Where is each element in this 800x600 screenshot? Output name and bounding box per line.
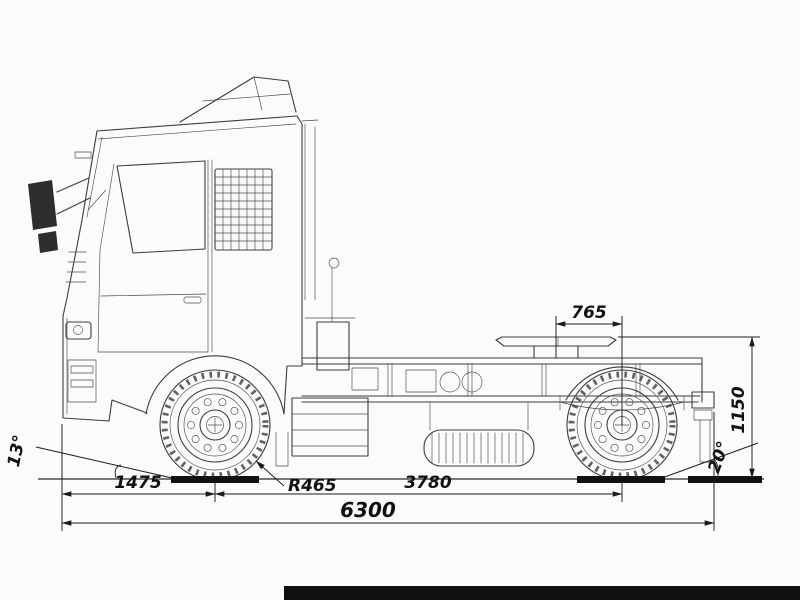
spare-wheel-tread xyxy=(431,432,524,464)
muffler xyxy=(316,321,350,371)
frame-rails xyxy=(301,357,703,403)
dim-1150-label: 1150 xyxy=(729,386,749,433)
rear-contact-patch xyxy=(577,476,665,483)
cab xyxy=(62,115,303,467)
step-cutout xyxy=(67,359,97,403)
mirror xyxy=(28,177,91,253)
step-lower xyxy=(70,379,94,388)
front-badge xyxy=(74,151,92,159)
cab-front-and-bumper xyxy=(62,130,148,422)
air-tank-2 xyxy=(461,371,483,393)
door-seams xyxy=(97,163,209,353)
right-ground-bar xyxy=(688,476,762,483)
wide-angle-mirror xyxy=(38,231,58,253)
angle-13-arc xyxy=(114,464,122,479)
headlight xyxy=(65,321,92,340)
dim-1475-label: 1475 xyxy=(114,473,161,493)
side-skirt-slats xyxy=(291,413,369,447)
angle-13-label: 13° xyxy=(4,433,30,469)
dimensions: 765 1150 13° 20° 1475 R465 xyxy=(4,303,760,531)
frame-box-1 xyxy=(351,367,379,391)
spare-wheel-hangers xyxy=(429,401,529,431)
truck xyxy=(28,76,715,480)
spare-wheel-outline xyxy=(423,429,535,467)
front-contact-patch xyxy=(171,476,259,483)
cab-roof-and-rear xyxy=(96,115,303,367)
dim-front-tilt-angle: 13° xyxy=(4,433,173,479)
dim-fifth-wheel-height: 1150 xyxy=(618,336,760,479)
roof-inner-line xyxy=(97,123,297,140)
wiper xyxy=(87,189,107,211)
door-handle xyxy=(183,296,202,304)
fifth-wheel-plate xyxy=(495,336,617,347)
grille-slats xyxy=(65,251,87,283)
dim-r465-label: R465 xyxy=(288,476,337,496)
exhaust-elbow xyxy=(328,257,340,269)
spare-wheel xyxy=(423,401,535,467)
front-wheel-arch xyxy=(145,355,285,415)
dim-fifth-wheel-to-rear-axle: 765 xyxy=(555,303,623,425)
dim-wheelbase: 3780 xyxy=(214,473,623,502)
angle-20-arc xyxy=(713,458,719,479)
angle-20-line xyxy=(661,442,759,479)
step-upper xyxy=(70,365,94,374)
window-grid xyxy=(214,168,273,251)
dim-6300-label: 6300 xyxy=(340,498,396,522)
rear-side-window xyxy=(214,168,273,251)
cab-skirt xyxy=(283,365,303,415)
mirror-arms xyxy=(56,177,91,215)
tail-lamp xyxy=(693,409,713,421)
rear-overhang xyxy=(691,391,715,463)
ground xyxy=(38,476,764,483)
angle-13-line xyxy=(35,446,173,479)
dim-overall-length: 6300 xyxy=(61,412,715,531)
air-tank-1 xyxy=(439,371,461,393)
spoiler-detail xyxy=(202,76,291,111)
angle-20-label: 20° xyxy=(704,439,734,476)
b-pillar xyxy=(207,159,213,353)
rear-bracket xyxy=(691,391,715,409)
front-wheel xyxy=(160,370,270,480)
crossmembers xyxy=(387,363,641,397)
dim-765-label: 765 xyxy=(571,303,607,323)
radius-leader xyxy=(255,460,285,487)
headlight-lens xyxy=(73,325,83,335)
side-skirt-box xyxy=(291,397,369,457)
roof-spoiler xyxy=(179,76,297,123)
frame-box-2 xyxy=(405,369,437,393)
behind-cab-equipment xyxy=(301,119,356,371)
spoiler-outline xyxy=(179,76,297,123)
windshield-edge xyxy=(86,136,103,218)
dim-3780-label: 3780 xyxy=(404,473,451,493)
dim-wheel-radius: R465 xyxy=(255,460,337,496)
mirror-housing xyxy=(28,180,57,230)
air-intake xyxy=(301,119,319,301)
bottom-black-bar xyxy=(284,586,800,600)
door-window xyxy=(116,160,206,254)
front-mud-flap xyxy=(275,431,289,467)
